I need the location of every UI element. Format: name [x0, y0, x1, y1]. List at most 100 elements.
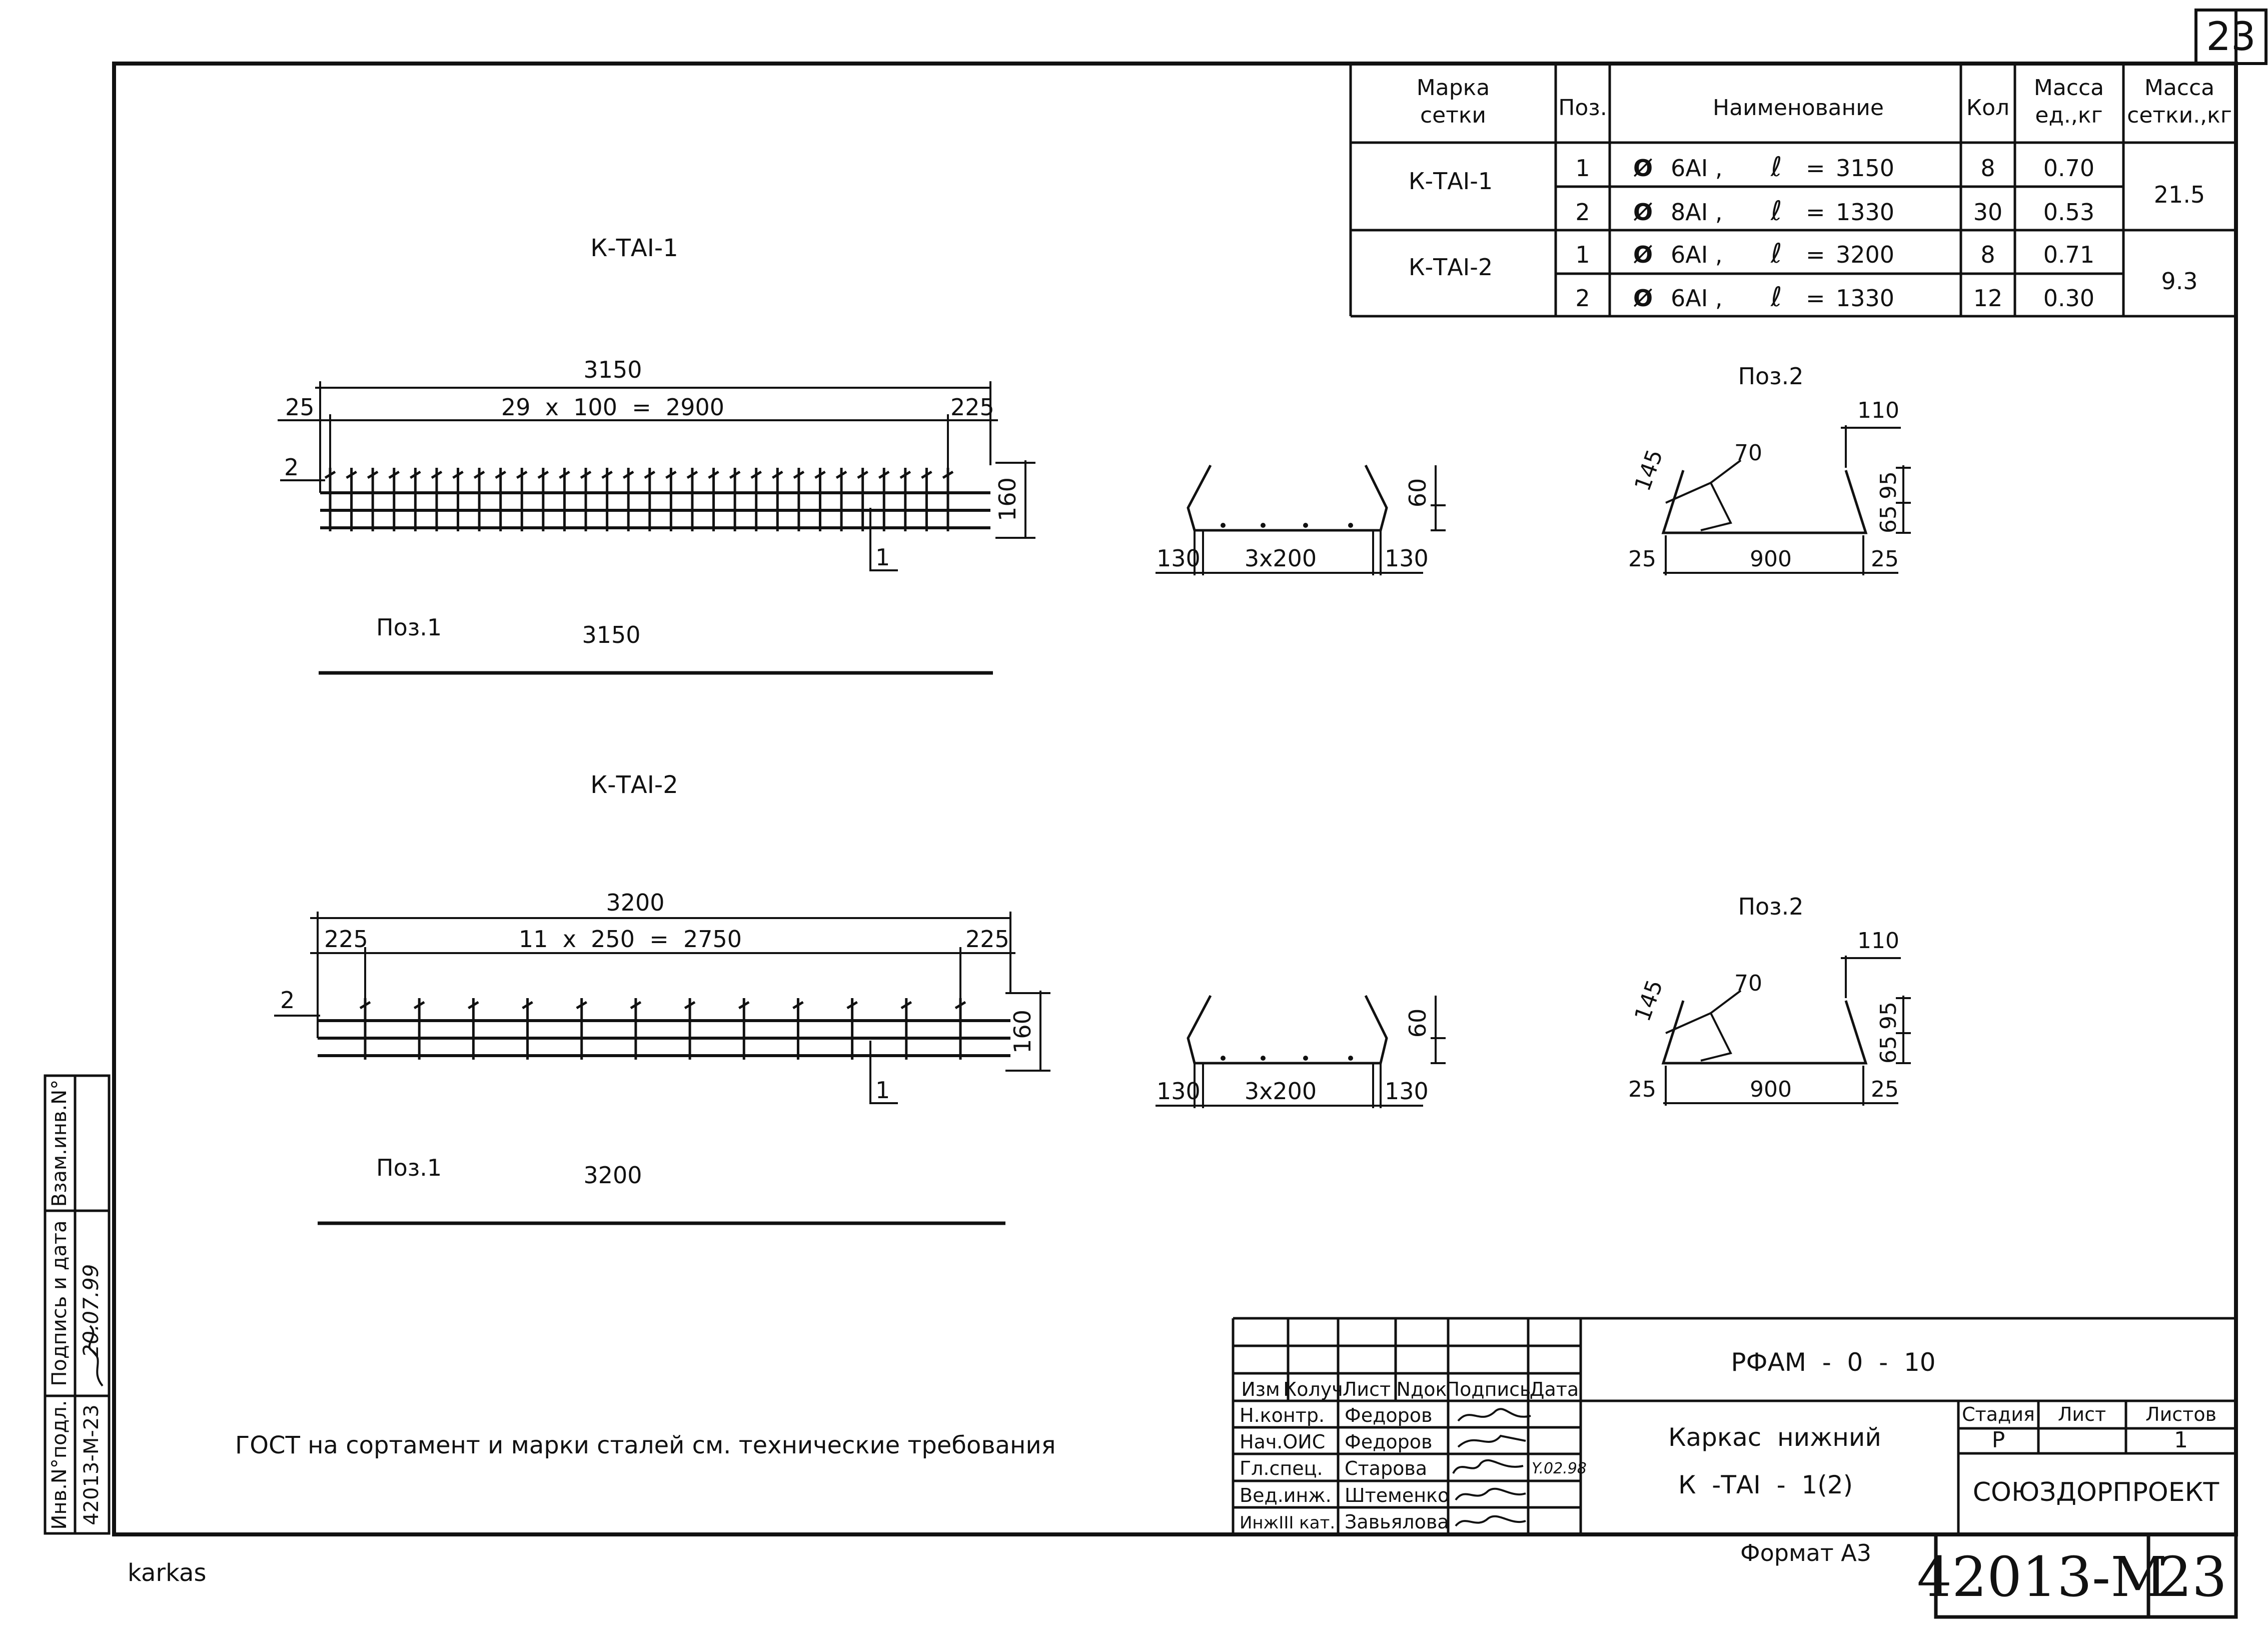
spec-cell-eq: =	[1806, 199, 1825, 226]
spec-header-pos: Поз.	[1558, 95, 1607, 121]
drawing2-section-top: 60	[1404, 1009, 1431, 1038]
stirrup-tick	[516, 470, 528, 479]
drawing1-detail-up: 95	[1876, 471, 1901, 499]
stirrup-tick	[686, 470, 698, 479]
stirrup-tick	[630, 1001, 642, 1010]
drawing1-overall-dim: 3150	[583, 356, 642, 383]
stirrup-tick	[644, 470, 656, 479]
drawing1-section	[1156, 464, 1446, 575]
spec-cell-qty: 12	[1973, 285, 2003, 312]
tb-name: Федоров	[1345, 1404, 1432, 1426]
drawing2-title: К-ТАI-2	[590, 771, 678, 799]
tb-date: Y.02.98	[1532, 1460, 1587, 1477]
drawing1-pos1-label: 1	[875, 544, 890, 571]
spec-cell-len-sym: ℓ	[1770, 238, 1782, 269]
spec-cell-steel: 6АI ,	[1671, 155, 1723, 182]
stirrup-tick	[346, 470, 357, 479]
spec-cell-dia: Ø	[1633, 241, 1653, 268]
tb-header-list: Лист	[1343, 1378, 1391, 1400]
side-stamp-sign-label: Подпись и дата	[48, 1220, 71, 1386]
spec-header-qty: Кол	[1966, 95, 2009, 121]
drawing2-spacing-dim: 11 x 250 = 2750	[519, 926, 742, 953]
tb-role: Нач.ОИС	[1240, 1431, 1325, 1453]
side-stamp-signature	[88, 1325, 104, 1387]
drawing1-left-end: 25	[285, 394, 315, 421]
spec-header-mark-line2: сетки	[1420, 103, 1486, 128]
drawing1-section-bars	[1221, 523, 1353, 528]
spec-cell-unit-mass: 0.71	[2043, 241, 2094, 268]
tb-object-title: Каркас нижний	[1668, 1423, 1881, 1452]
drawing2-detail-low: 65	[1876, 1036, 1901, 1064]
stirrup-tick	[792, 1001, 804, 1010]
drawing2-detail-right: 25	[1871, 1077, 1899, 1102]
drawing2-detail	[1661, 956, 1911, 1106]
tb-header-ndok: Nдок	[1397, 1378, 1447, 1400]
stirrup-tick	[537, 470, 549, 479]
tb-signatures	[1452, 1408, 1531, 1527]
tb-role: Н.контр.	[1240, 1404, 1325, 1426]
stirrup-tick	[684, 1001, 696, 1010]
drawing2-section-left: 130	[1157, 1078, 1201, 1105]
spec-header-mark-line1: Марка	[1417, 75, 1490, 101]
spec-cell-pos: 2	[1575, 285, 1590, 312]
spec-header-mesh-mass-line1: Масса	[2144, 75, 2214, 101]
drawing2-right-end: 225	[965, 926, 1009, 953]
drawing1-pos2-label: 2	[284, 454, 299, 481]
spec-row: 1 Ø 6АI , ℓ = 3150 8 0.70	[1575, 151, 2094, 183]
tb-name: Штеменко	[1345, 1484, 1449, 1506]
tb-header-podpis: Подпись	[1446, 1378, 1531, 1400]
spec-cell-len-sym: ℓ	[1770, 151, 1782, 183]
drawing1-detail-top: 110	[1857, 398, 1899, 423]
stirrup-tick	[665, 470, 677, 479]
frame	[112, 9, 2267, 1536]
drawing2-section-right: 130	[1385, 1078, 1429, 1105]
drawing2-overall-dim: 3200	[606, 889, 664, 916]
tb-name: Федоров	[1345, 1431, 1432, 1453]
spec-cell-steel: 8АI ,	[1671, 199, 1723, 226]
tb-sheets-value: 1	[2174, 1427, 2188, 1453]
stirrup-tick	[846, 1001, 858, 1010]
tb-role: ИнжIII кат.	[1240, 1513, 1335, 1533]
corner-sheet-number: 23	[2206, 15, 2255, 60]
tb-header-koluch: Колуч	[1283, 1378, 1343, 1400]
spec-cell-dia: Ø	[1633, 285, 1653, 312]
tb-header-data: Дата	[1530, 1378, 1579, 1400]
stirrup-tick	[601, 470, 613, 479]
spec-header-mesh-mass-line2: сетки.,кг	[2127, 103, 2232, 128]
spec-cell-qty: 30	[1973, 199, 2003, 226]
stirrup-tick	[388, 470, 400, 479]
drawing2-detail-left: 25	[1628, 1077, 1656, 1102]
drawing-k-tai-1: К-ТАI-1 3150 29 x 100	[278, 234, 1911, 675]
spec-cell-len-sym: ℓ	[1770, 195, 1782, 227]
stirrup-tick	[410, 470, 421, 479]
drawing1-section-left: 130	[1157, 545, 1201, 572]
tb-object-mark: К -ТАI - 1(2)	[1678, 1470, 1853, 1499]
drawing2-section-mid: 3x200	[1245, 1078, 1317, 1105]
drawing1-detail	[1661, 425, 1911, 575]
spec-group1-mark: К-ТАI-1	[1409, 168, 1493, 195]
side-stamp-replace-label: Взам.инв.N°	[48, 1080, 71, 1207]
stirrup-tick	[814, 470, 826, 479]
drawing2-section	[1156, 995, 1446, 1108]
spec-cell-dia: Ø	[1633, 155, 1653, 182]
tb-role: Гл.спец.	[1240, 1457, 1323, 1479]
drawing1-detail-hook: 70	[1734, 440, 1762, 466]
stirrup-tick	[580, 470, 592, 479]
drawing-k-tai-2: К-ТАI-2 3200 11 x 250 = 2750 225 225 1	[274, 771, 1911, 1225]
tb-name: Старова	[1345, 1457, 1427, 1479]
spec-cell-pos: 1	[1575, 241, 1590, 268]
stirrup-tick	[473, 470, 485, 479]
spec-table: Марка сетки Поз. Наименование Кол Масса …	[1349, 64, 2237, 318]
stirrup-tick	[750, 470, 762, 479]
stirrup-tick	[835, 470, 847, 479]
stirrup-tick	[708, 470, 719, 479]
tb-sheets-label: Листов	[2145, 1403, 2216, 1425]
spec-cell-unit-mass: 0.53	[2043, 199, 2094, 226]
drawing2-bar-title: Поз.1	[376, 1154, 442, 1181]
drawing1-section-mid: 3x200	[1245, 545, 1317, 572]
side-stamp: Взам.инв.N° Подпись и дата Инв.N°подл. 4…	[44, 1074, 111, 1535]
stirrup-tick	[367, 470, 379, 479]
spec-cell-eq: =	[1806, 285, 1825, 312]
spec-cell-pos: 1	[1575, 155, 1590, 182]
